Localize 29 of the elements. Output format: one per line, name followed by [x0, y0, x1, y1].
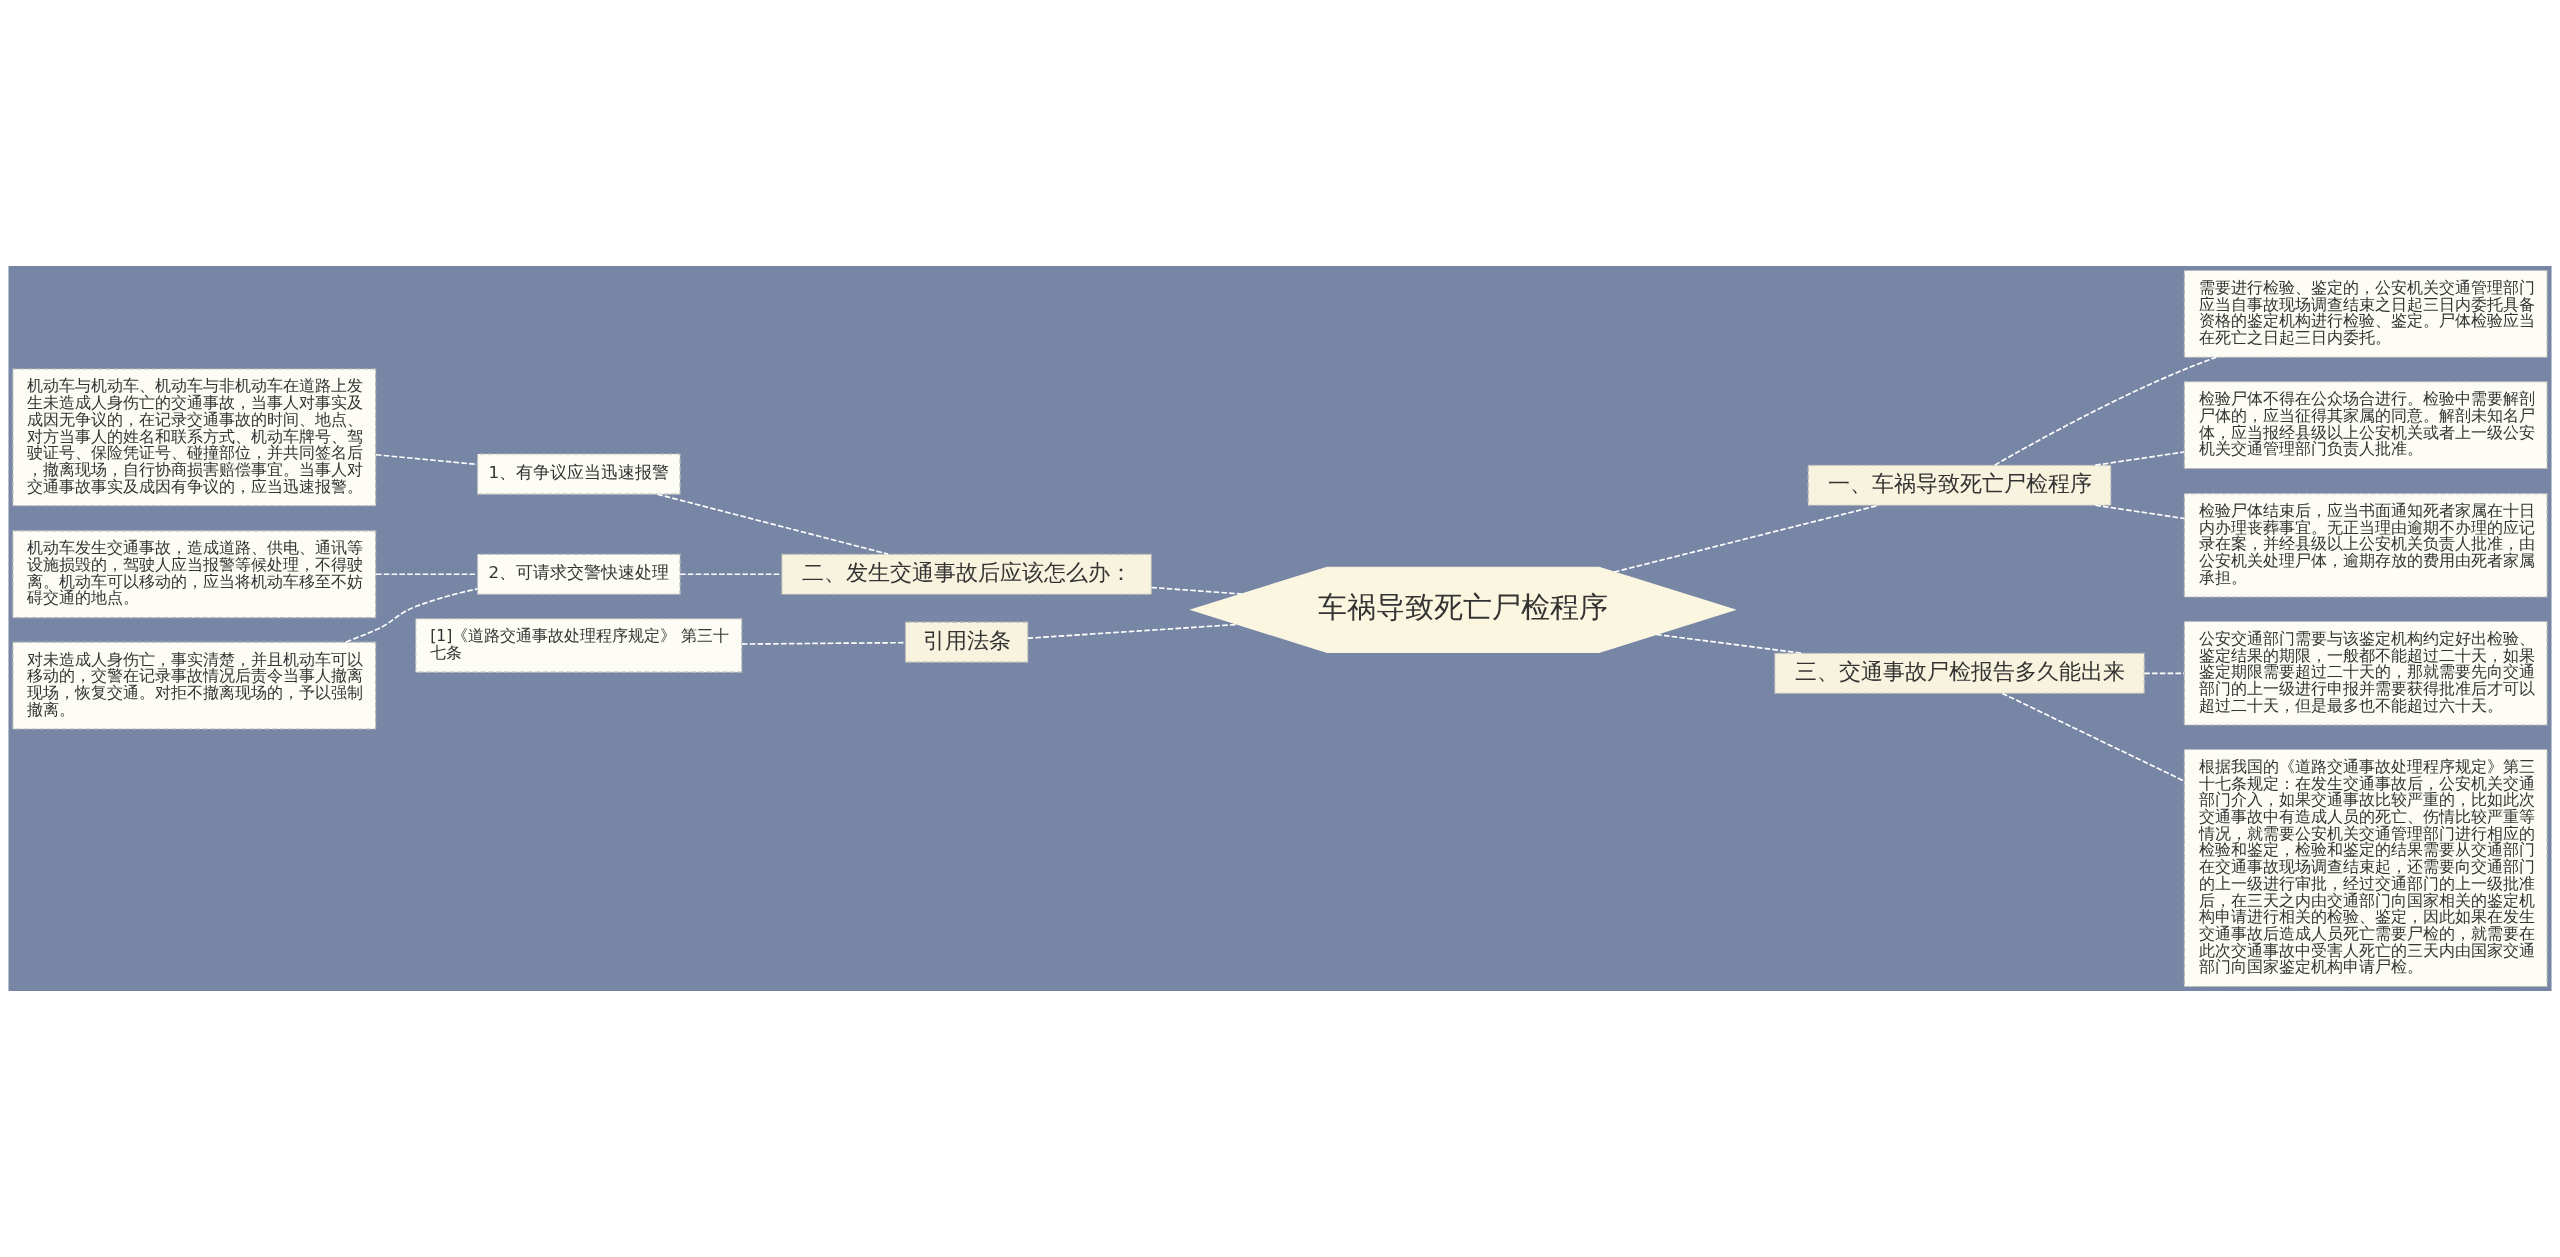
node-box: 引用法条 [904, 621, 1029, 663]
node-box: [1]《道路交通事故处理程序规定》 第三十七条 [415, 618, 743, 673]
connector [1994, 356, 2218, 466]
node-box: 检验尸体不得在公众场合进行。检验中需要解剖尸体的，应当征得其家属的同意。解剖未知名尸体，应当报经县级以上公安机关或者上一级公安机关交通管理部门负责人批准。 [2183, 381, 2548, 470]
node-box: 机动车与机动车、机动车与非机动车在道路上发生未造成人身伤亡的交通事故，当事人对事实及成因无争议的，在记录交通事故的时间、地点、对方当事人的姓名和联系方式、机动车牌号、驾驶证号、保险凭证号、碰撞部位，并共同签名后，撤离现场，自行协商损害赔偿事宜。当事人对交通事故事实及成因有争议的，应当迅速报警。 [12, 368, 377, 507]
node-box: 三、交通事故尸检报告多久能出来 [1774, 652, 2145, 694]
node-box: 检验尸体结束后，应当书面通知死者家属在十日内办理丧葬事宜。无正当理由逾期不办理的应记录在案，并经县级以上公安机关负责人批准，由公安机关处理尸体，逾期存放的费用由死者家属承担。 [2183, 493, 2548, 598]
node-box: 1、有争议应当迅速报警 [476, 453, 681, 495]
connector [1150, 586, 1243, 595]
node-box: 需要进行检验、鉴定的，公安机关交通管理部门应当自事故现场调查结束之日起三日内委托具备资格的鉴定机构进行检验、鉴定。尸体检验应当在死亡之日起三日内委托。 [2183, 269, 2548, 358]
node-box: 公安交通部门需要与该鉴定机构约定好出检验、鉴定结果的期限，一般都不能超过二十天，如果鉴定期限需要超过二十天的，那就需要先向交通部门的上一级进行申报并需要获得批准后才可以超过二十天，但是最多也不能超过六十天。 [2183, 621, 2548, 726]
node-box: 二、发生交通事故后应该怎么办： [781, 553, 1152, 595]
connector [375, 573, 478, 576]
connector [656, 493, 889, 555]
connector [375, 453, 478, 466]
node-box: 2、可请求交警快速处理 [476, 553, 681, 595]
connector [679, 573, 783, 576]
connector [741, 641, 906, 645]
connector [1613, 504, 1880, 573]
connector [2094, 451, 2185, 466]
node-box: 机动车发生交通事故，造成道路、供电、通讯等设施损毁的，驾驶人应当报警等候处理，不得驶离。机动车可以移动的，应当将机动车移至不妨碍交通的地点。 [12, 530, 377, 619]
connector [345, 588, 479, 643]
connector [2001, 692, 2185, 782]
connector [1655, 633, 1803, 655]
connector [2143, 672, 2185, 675]
node-box: 对未造成人身伤亡，事实清楚，并且机动车可以移动的，交警在记录事故情况后责令当事人撤离现场，恢复交通。对拒不撤离现场的，予以强制撤离。 [12, 641, 377, 730]
node-box: 一、车祸导致死亡尸检程序 [1807, 464, 2112, 506]
node-box: 根据我国的《道路交通事故处理程序规定》第三十七条规定：在发生交通事故后，公安机关交通部门介入，如果交通事故比较严重的，比如此次交通事故中有造成人员的死亡、伤情比较严重等情况，就需要公安机关交通管理部门进行相应的检验和鉴定，检验和鉴定的结果需要从交通部门在交通事故现场调查结束起，还需要向交通部门的上一级进行审批，经过交通部门的上一级批准后，在三天之内由交通部门向国家相关的鉴定机构申请进行相关的检验、鉴定，因此如果在发生交通事故后造成人员死亡需要尸检的，就需要在此次交通事故中受害人死亡的三天内由国家交通部门向国家鉴定机构申请尸检。 [2183, 748, 2548, 988]
connector [2094, 504, 2185, 520]
